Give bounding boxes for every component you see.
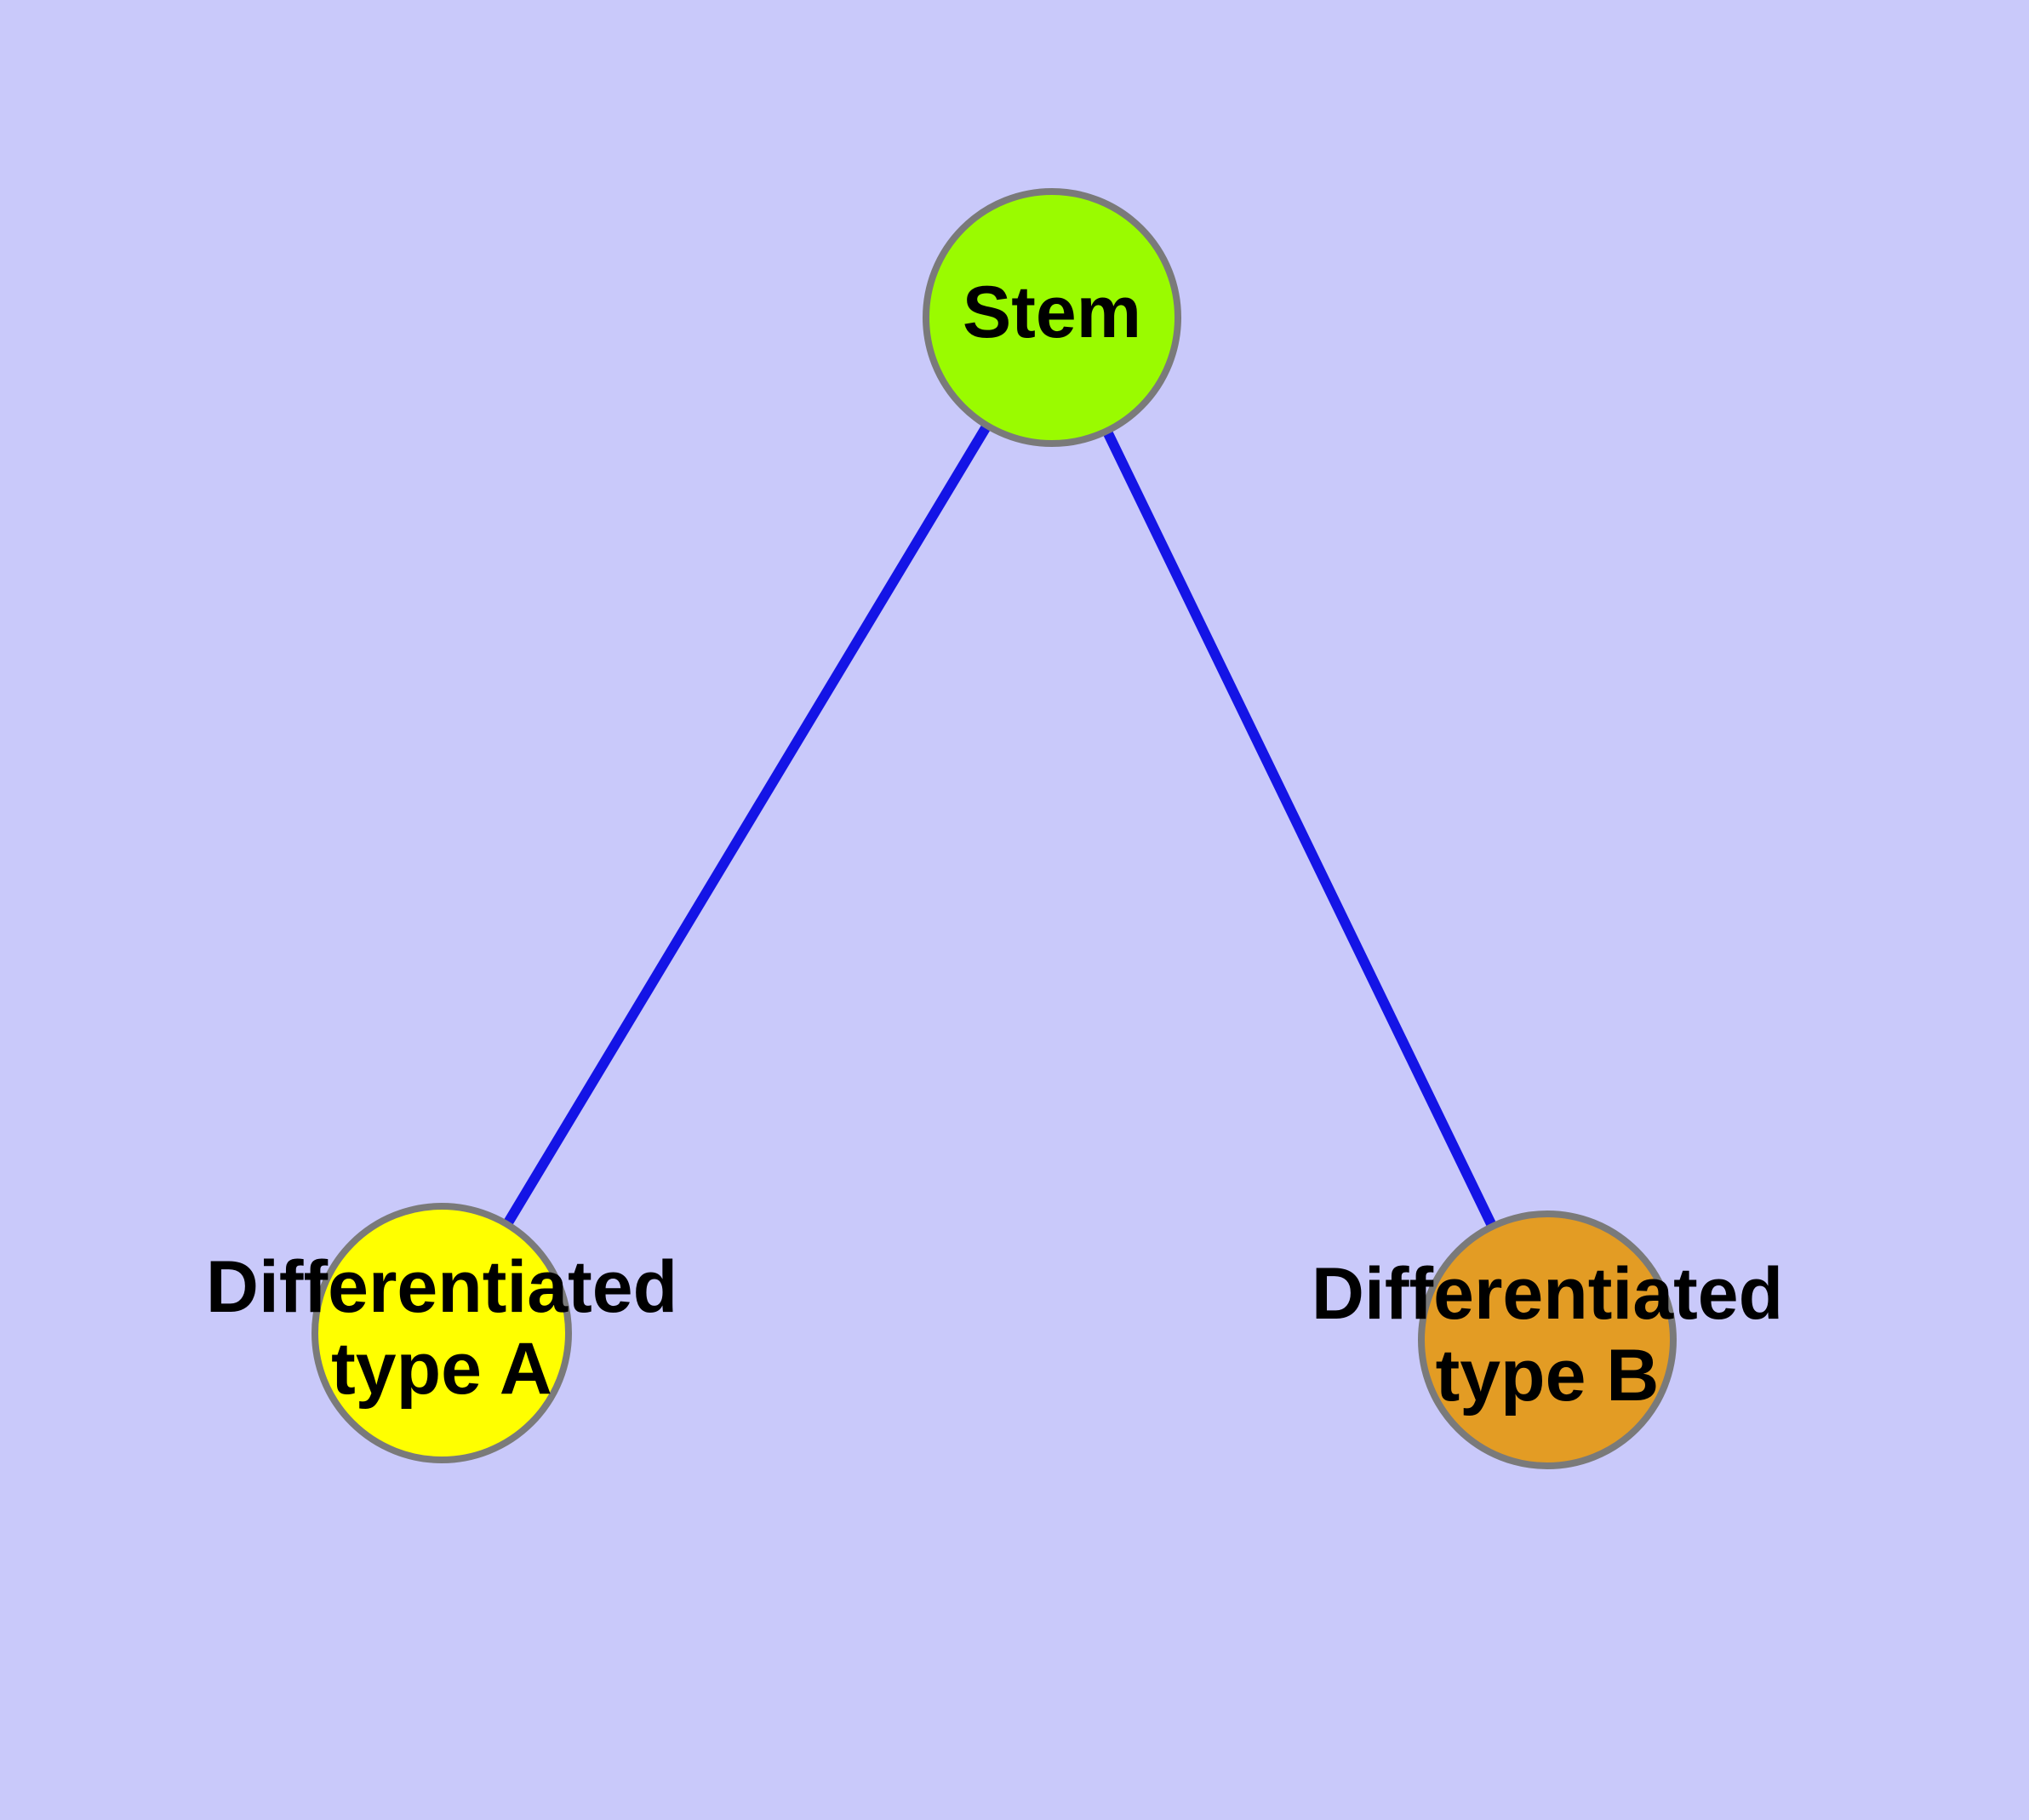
node-stem-circle[interactable] bbox=[923, 188, 1181, 447]
node-differentiated-type-a[interactable] bbox=[311, 1203, 572, 1463]
edge-stem-to-differentiated-type-b[interactable] bbox=[1047, 315, 1552, 1342]
node-label-line: type B bbox=[1436, 1335, 1660, 1417]
node-differentiated-type-b-circle[interactable] bbox=[1418, 1210, 1677, 1469]
node-label-line: type A bbox=[331, 1328, 552, 1410]
node-label-line: Stem bbox=[963, 272, 1141, 353]
nodes-layer bbox=[311, 188, 1677, 1469]
node-differentiated-type-b[interactable] bbox=[1418, 1210, 1677, 1469]
node-label-line: Differentiated bbox=[206, 1246, 677, 1328]
edges-layer bbox=[437, 314, 1552, 1342]
node-stem-label: Stem bbox=[963, 272, 1141, 353]
node-differentiated-type-a-circle[interactable] bbox=[311, 1203, 572, 1463]
node-label-line: Differentiated bbox=[1312, 1253, 1783, 1335]
edge-stem-to-differentiated-type-a[interactable] bbox=[437, 314, 1057, 1336]
node-stem[interactable] bbox=[923, 188, 1181, 447]
